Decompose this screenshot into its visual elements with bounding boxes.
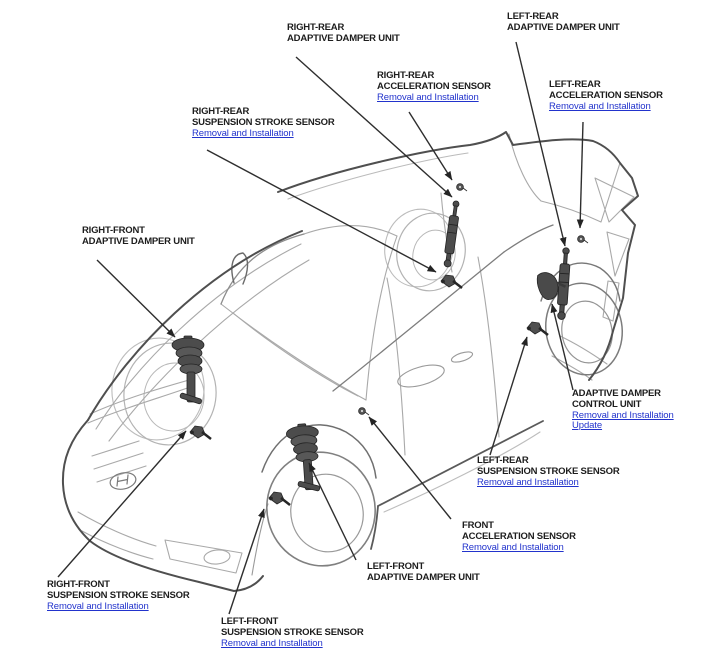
body-detail-lines [77,133,635,576]
car-line-art [61,131,639,592]
left-mirror [397,364,445,388]
label-front-acceleration-sensor: FRONT ACCELERATION SENSOR Removal and In… [462,520,576,553]
label-right-rear-suspension-stroke-sensor: RIGHT-REAR SUSPENSION STROKE SENSOR Remo… [192,106,335,139]
front-acceleration-sensor-graphic [358,407,370,416]
label-right-rear-adaptive-damper-unit: RIGHT-REAR ADAPTIVE DAMPER UNIT [287,22,400,44]
label-right-rear-acceleration-sensor: RIGHT-REAR ACCELERATION SENSOR Removal a… [377,70,491,103]
label-adaptive-damper-control-unit: ADAPTIVE DAMPER CONTROL UNIT Removal and… [572,388,674,432]
left-front-stroke-sensor-graphic [267,490,292,507]
door-handle [450,351,474,363]
label-right-front-suspension-stroke-sensor: RIGHT-FRONT SUSPENSION STROKE SENSOR Rem… [47,579,190,612]
link-update[interactable]: Update [572,420,603,432]
adaptive-damper-control-unit-graphic [536,272,567,301]
link-removal-and-installation[interactable]: Removal and Installation [377,91,479,103]
visible-wheels [261,262,624,567]
link-removal-and-installation[interactable]: Removal and Installation [572,409,674,421]
label-left-rear-acceleration-sensor: LEFT-REAR ACCELERATION SENSOR Removal an… [549,79,663,112]
right-front-damper-graphic [171,335,205,405]
link-removal-and-installation[interactable]: Removal and Installation [462,541,564,553]
label-right-front-adaptive-damper-unit: RIGHT-FRONT ADAPTIVE DAMPER UNIT [82,225,195,247]
label-left-rear-adaptive-damper-unit: LEFT-REAR ADAPTIVE DAMPER UNIT [507,11,620,33]
left-front-damper-graphic [285,422,323,494]
label-left-front-adaptive-damper-unit: LEFT-FRONT ADAPTIVE DAMPER UNIT [367,561,480,583]
link-removal-and-installation[interactable]: Removal and Installation [477,476,579,488]
components [171,183,589,507]
leader-lines [57,41,584,615]
link-removal-and-installation[interactable]: Removal and Installation [47,600,149,612]
left-rear-stroke-sensor-graphic [525,320,550,337]
label-left-rear-suspension-stroke-sensor: LEFT-REAR SUSPENSION STROKE SENSOR Remov… [477,455,620,488]
honda-logo [109,472,137,490]
link-removal-and-installation[interactable]: Removal and Installation [221,637,323,649]
right-mirror [231,252,249,285]
label-left-front-suspension-stroke-sensor: LEFT-FRONT SUSPENSION STROKE SENSOR Remo… [221,616,364,649]
body-mid-lines [109,224,554,490]
link-removal-and-installation[interactable]: Removal and Installation [192,127,294,139]
link-removal-and-installation[interactable]: Removal and Installation [549,100,651,112]
right-rear-stroke-sensor-graphic [439,273,464,290]
left-rear-acceleration-sensor-graphic [577,235,589,244]
right-rear-acceleration-sensor-graphic [456,183,468,192]
